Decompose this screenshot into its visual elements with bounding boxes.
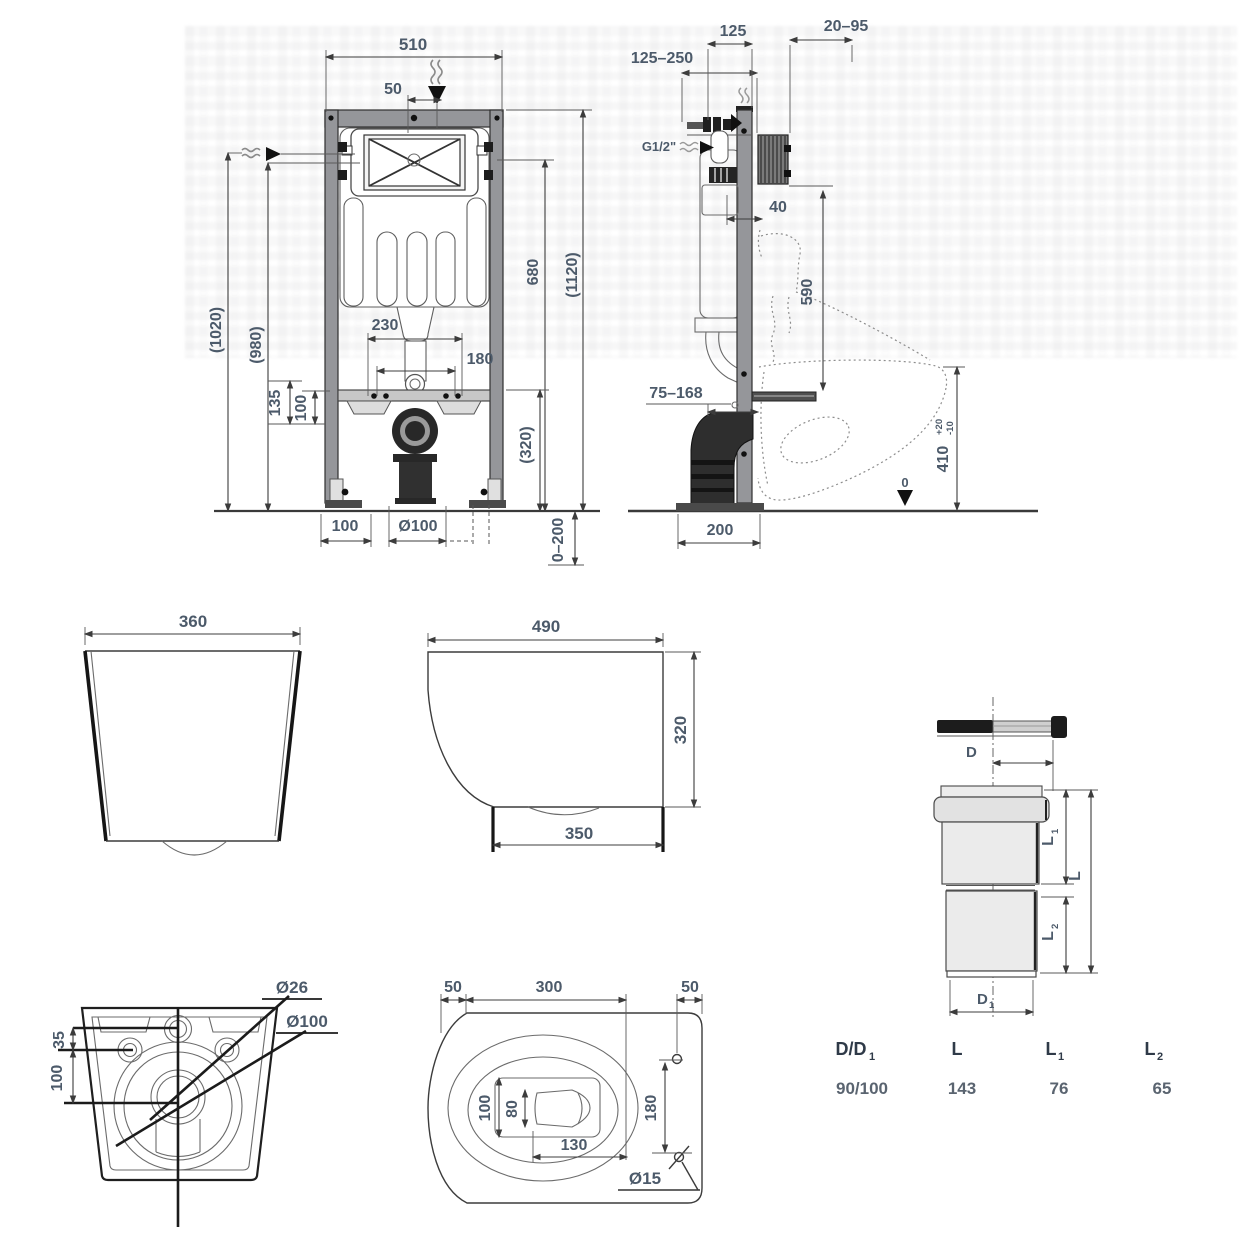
wall-anchor-block: [757, 134, 791, 185]
dim-dia-15: Ø15: [629, 1169, 661, 1188]
view-frame-front: 510 50 (1020) (980) 680 (1120) 230 180 1…: [208, 35, 600, 567]
dim-1020: (1020): [208, 307, 225, 353]
floor-level-marker: 0: [897, 475, 913, 506]
dim-50-right: 50: [681, 979, 699, 996]
dim-680: 680: [525, 259, 542, 286]
dim-180-top: 180: [643, 1095, 660, 1122]
dim-0-200: 0–200: [550, 518, 567, 563]
table-header-dd1-sub: 1: [869, 1051, 875, 1063]
dim-360: 360: [179, 612, 207, 631]
toilet-bowl-dotted-outline: [757, 229, 948, 501]
dim-980: (980): [248, 326, 265, 363]
dim-410-tolerance: 410 +20 -10: [934, 419, 956, 472]
table-value-l2: 65: [1153, 1079, 1172, 1098]
dim-590: 590: [799, 279, 816, 306]
dim-foot-100: 100: [332, 518, 359, 535]
dim-1120: (1120): [564, 252, 581, 297]
dim-125: 125: [720, 23, 747, 40]
table-value-dd1: 90/100: [836, 1079, 888, 1098]
water-inlet-arrow-icon: [679, 141, 714, 154]
level-zero: 0: [901, 475, 908, 490]
view-connection-pipe: D D 1 L: [933, 697, 1098, 1018]
dim-180: 180: [467, 351, 494, 368]
table-header-l2-sub: 2: [1157, 1051, 1163, 1063]
dim-50: 50: [384, 81, 402, 98]
dim-pipe-d1-sub: 1: [989, 1000, 995, 1011]
dim-20-95: 20–95: [824, 18, 869, 35]
table-value-l1: 76: [1050, 1079, 1069, 1098]
pipe-dimension-table: D/D 1 L L 1 L 2 90/100 143 76 65: [836, 1039, 1172, 1098]
dim-100-height: 100: [293, 395, 310, 422]
view-bowl-back: Ø26 Ø100 35 100: [49, 978, 338, 1227]
water-supply-arrow-icon: [228, 147, 360, 164]
dim-320: (320): [518, 426, 535, 463]
dim-230: 230: [372, 317, 399, 334]
table-header-l: L: [952, 1039, 963, 1059]
dim-pipe-d: D: [966, 744, 977, 761]
dim-300: 300: [536, 979, 563, 996]
dim-50-left: 50: [444, 979, 462, 996]
dim-510: 510: [399, 35, 427, 54]
dim-pipe-l2: L: [1040, 931, 1057, 941]
dim-490: 490: [532, 617, 560, 636]
table-header-l1-sub: 1: [1058, 1051, 1064, 1063]
view-bowl-side: 490 320 350: [426, 617, 701, 852]
dim-125-250: 125–250: [631, 50, 693, 67]
dim-80: 80: [504, 1100, 521, 1118]
view-frame-side: G1/2": [628, 18, 1038, 549]
view-bowl-top: 50 300 50 100 80 130 180 Ø15: [427, 979, 704, 1204]
dim-pipe-d1: D: [977, 991, 988, 1008]
label-inlet-g12: G1/2": [642, 139, 676, 154]
dim-100-top: 100: [477, 1095, 494, 1122]
dim-dia-26: Ø26: [276, 978, 308, 997]
dim-410-minus: -10: [945, 421, 956, 435]
dim-100-back: 100: [49, 1065, 66, 1092]
dim-35: 35: [51, 1031, 68, 1049]
dim-130: 130: [561, 1137, 588, 1154]
table-header-l1: L: [1046, 1039, 1057, 1059]
dim-410: 410: [935, 446, 952, 473]
dim-pipe-l: L: [1067, 871, 1084, 881]
dim-320-side: 320: [671, 716, 690, 744]
dim-drain-dia: Ø100: [398, 518, 437, 535]
dim-75-168: 75–168: [649, 385, 702, 402]
view-bowl-front: 360: [83, 612, 302, 856]
centerlines-and-leaders: [58, 995, 338, 1227]
dim-40: 40: [769, 199, 787, 216]
table-header-l2: L: [1145, 1039, 1156, 1059]
dim-135: 135: [267, 390, 284, 417]
dim-pipe-l1-sub: 1: [1050, 828, 1061, 834]
table-value-l: 143: [948, 1079, 976, 1098]
dim-pipe-l1: L: [1040, 836, 1057, 846]
dim-pipe-l2-sub: 2: [1050, 924, 1061, 929]
table-header-dd1: D/D: [836, 1039, 867, 1059]
flush-actuation-arrow-icon: [428, 59, 446, 128]
dim-410-plus: +20: [934, 419, 945, 435]
dim-350: 350: [565, 824, 593, 843]
dim-dia-100: Ø100: [286, 1012, 328, 1031]
dim-200: 200: [707, 522, 734, 539]
